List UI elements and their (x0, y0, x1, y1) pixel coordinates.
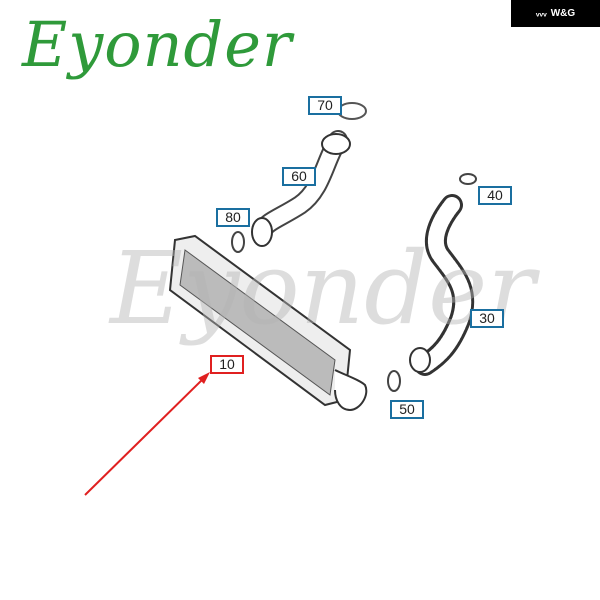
callout-80[interactable]: 80 (216, 208, 250, 227)
brand-logo: Eyonder (22, 8, 293, 81)
brand-badge: ᵥᵥᵥ W&G (511, 0, 600, 27)
callout-10[interactable]: 10 (210, 355, 244, 374)
seal-ring-80 (231, 231, 245, 253)
pointer-arrow (84, 375, 207, 496)
crown-icon: ᵥᵥᵥ (535, 8, 547, 19)
callout-60[interactable]: 60 (282, 167, 316, 186)
callout-50[interactable]: 50 (390, 400, 424, 419)
seal-ring-40 (459, 173, 477, 185)
intercooler-10 (168, 234, 368, 412)
seal-ring-70 (337, 102, 367, 120)
callout-30[interactable]: 30 (470, 309, 504, 328)
callout-40[interactable]: 40 (478, 186, 512, 205)
callout-70[interactable]: 70 (308, 96, 342, 115)
seal-ring-50 (387, 370, 401, 392)
badge-text: W&G (550, 8, 576, 19)
